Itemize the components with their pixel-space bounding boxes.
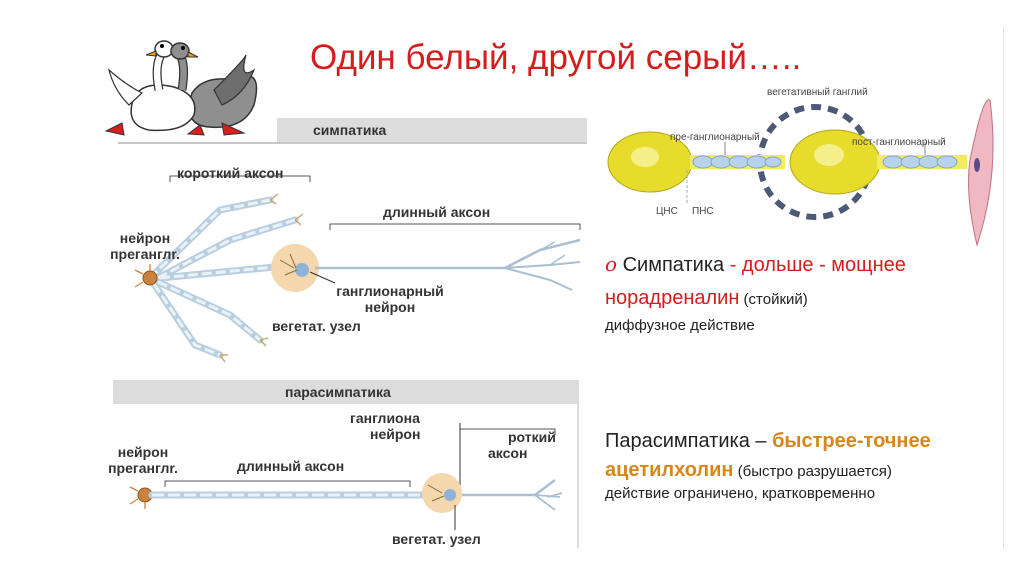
cns-label: ЦНС: [656, 206, 678, 217]
pre-ganglionic-label: пре-ганглионарный: [670, 132, 760, 143]
preganglionic-neuron-label: нейрон преганглr.: [110, 230, 180, 262]
noradrenaline-term: норадреналин: [605, 287, 740, 309]
para-long-axon-label: длинный аксон: [237, 458, 345, 474]
page-title: Один белый, другой серый…..: [310, 38, 802, 77]
para-preganglionic-neuron-label-line2: преганглr.: [108, 460, 178, 476]
para-ganglion-neuron-label-line1: ганглиона: [350, 410, 420, 426]
para-preganglionic-neuron-label: нейрон преганглr.: [108, 444, 178, 476]
ganglion-neuron-label-line2: нейрон: [364, 299, 416, 315]
short-axon-label: короткий аксон: [177, 165, 284, 181]
divider-vertical: [577, 380, 579, 548]
parasympathetic-term: Парасимпатика –: [605, 430, 773, 452]
para-ganglion-neuron-label: ганглиона нейрон: [350, 410, 425, 442]
vegetative-ganglion-label: вегетативный ганглий: [767, 87, 868, 98]
sympathetic-term: Симпатика: [622, 254, 725, 276]
neuron-chain-diagram: [607, 99, 994, 247]
sympathetic-summary-line3: диффузное действие: [605, 317, 755, 334]
page-edge: [1003, 28, 1004, 548]
long-axon-label: длинный аксон: [383, 204, 491, 220]
sympathetic-summary-line2: норадреналин (стойкий): [605, 287, 808, 310]
sympathetic-header: симпатика: [313, 122, 387, 138]
para-short-axon-label-line1: роткий: [508, 429, 556, 445]
sympathetic-summary-line1: o Симпатика - дольше - мощнее: [605, 252, 906, 277]
parasympathetic-summary-line1: Парасимпатика – быстрее-точнее: [605, 430, 931, 453]
sympathetic-properties: - дольше - мощнее: [724, 254, 906, 276]
post-ganglionic-label: пост-ганглионарный: [852, 137, 946, 148]
vegetative-node-label: вегетат. узел: [272, 318, 361, 334]
para-vegetative-node-label: вегетат. узел: [392, 531, 481, 547]
ganglion-neuron-label-line1: ганглионарный: [336, 283, 444, 299]
parasympathetic-properties: быстрее-точнее: [772, 430, 931, 452]
parasympathetic-summary-line3: действие ограничено, кратковременно: [605, 485, 876, 502]
preganglionic-neuron-label-line2: преганглr.: [110, 246, 180, 262]
sympathetic-header-bar: [277, 118, 587, 142]
para-short-axon-label-line2: аксон: [488, 445, 528, 461]
para-short-axon-label: роткий аксон: [488, 429, 556, 461]
parasympathetic-header-bar: [113, 380, 577, 404]
parasympathetic-summary-line2: ацетилхолин (быстро разрушается): [605, 459, 892, 482]
para-ganglion-neuron-label-line2: нейрон: [370, 426, 421, 442]
sympathetic-neuron-diagram: [134, 175, 581, 363]
para-preganglionic-neuron-label-line1: нейрон: [117, 444, 169, 460]
ganglion-neuron-label: ганглионарный нейрон: [330, 283, 450, 315]
preganglionic-neuron-label-line1: нейрон: [119, 230, 171, 246]
parasympathetic-neuron-diagram: [129, 423, 563, 530]
acetylcholine-note: (быстро разрушается): [733, 463, 892, 480]
divider: [118, 142, 587, 144]
two-geese-cartoon-icon: [104, 40, 258, 136]
parasympathetic-header: парасимпатика: [285, 384, 391, 400]
noradrenaline-note: (стойкий): [739, 291, 808, 308]
circle-bullet-icon: o: [605, 252, 618, 276]
pns-label: ПНС: [692, 206, 714, 217]
acetylcholine-term: ацетилхолин: [605, 459, 734, 481]
